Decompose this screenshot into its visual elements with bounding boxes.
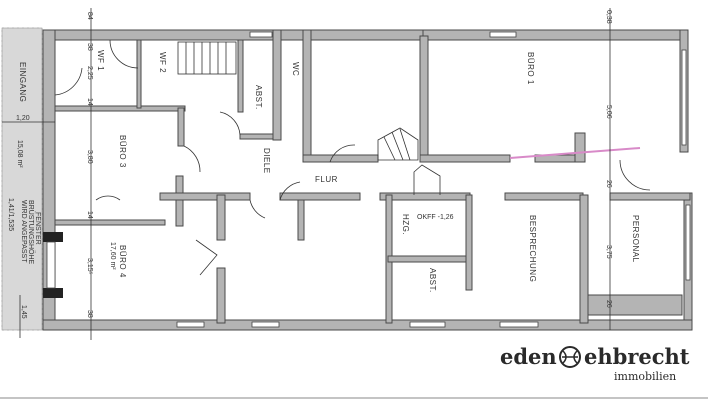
room-wf2: WF 2 [158, 52, 167, 73]
dim-14-b: 14 [86, 211, 93, 219]
room-hzg: HZG. [401, 214, 410, 235]
room-abst-top: ABST. [254, 85, 263, 110]
windows [43, 31, 691, 328]
room-personal: PERSONAL [631, 215, 640, 263]
dim-84: 84 [86, 12, 93, 20]
room-diele: DIELE [262, 148, 271, 174]
dim-3-75: 3,75 [605, 245, 612, 259]
dim-5-06: 5,06 [605, 105, 612, 119]
room-wc: WC [291, 62, 300, 76]
dim-2-25: 2,25 [86, 66, 93, 80]
fenster-note-2: BRÜSTUNGSHÖHE [27, 200, 35, 265]
room-besprechung: BESPRECHUNG [528, 215, 537, 282]
eingang-label: EINGANG [18, 62, 27, 102]
dim-38: 38 [86, 43, 93, 51]
room-buero4: BÜRO 4 [118, 245, 127, 278]
logo-emblem-icon [559, 346, 581, 368]
dim-14-a: 14 [86, 98, 93, 106]
logo-text-ehbrecht: ehbrecht [584, 344, 690, 369]
dim-0-38: 0,38 [605, 10, 612, 24]
fenster-note-4: 1,41/1,535 [7, 198, 14, 231]
interior-walls [54, 29, 691, 324]
entrance-width: 1,20 [16, 115, 30, 122]
dim-3-155: 3,15⁵ [86, 258, 93, 275]
dim-1-45: 1,45 [20, 305, 27, 319]
doors [54, 39, 651, 276]
company-logo: eden ehbrecht immobilien [500, 344, 690, 383]
dim-26-a: 26 [605, 180, 612, 188]
room-wf1: WF 1 [96, 50, 105, 71]
paving-pattern [1, 27, 43, 331]
staircase [177, 41, 441, 195]
logo-text-eden: eden [500, 344, 557, 369]
room-buero1: BÜRO 1 [526, 52, 535, 85]
logo-subtext: immobilien [614, 370, 676, 383]
room-buero3: BÜRO 3 [118, 135, 127, 168]
room-abst-bottom: ABST. [428, 268, 437, 293]
entrance-area: 15,08 m² [16, 140, 23, 168]
room-flur: FLUR [315, 175, 338, 184]
fenster-note-1: FENSTER [34, 212, 41, 245]
fenster-note-3: WIRD ANGEPASST [20, 200, 27, 263]
room-buero4-area: 17,60 m² [109, 242, 116, 270]
entrance-paving [1, 27, 43, 331]
dim-26-b: 26 [605, 300, 612, 308]
dim-38-b: 38 [86, 310, 93, 318]
dim-3-80: 3,80 [86, 150, 93, 164]
okff-level: OKFF -1,26 [417, 214, 454, 221]
